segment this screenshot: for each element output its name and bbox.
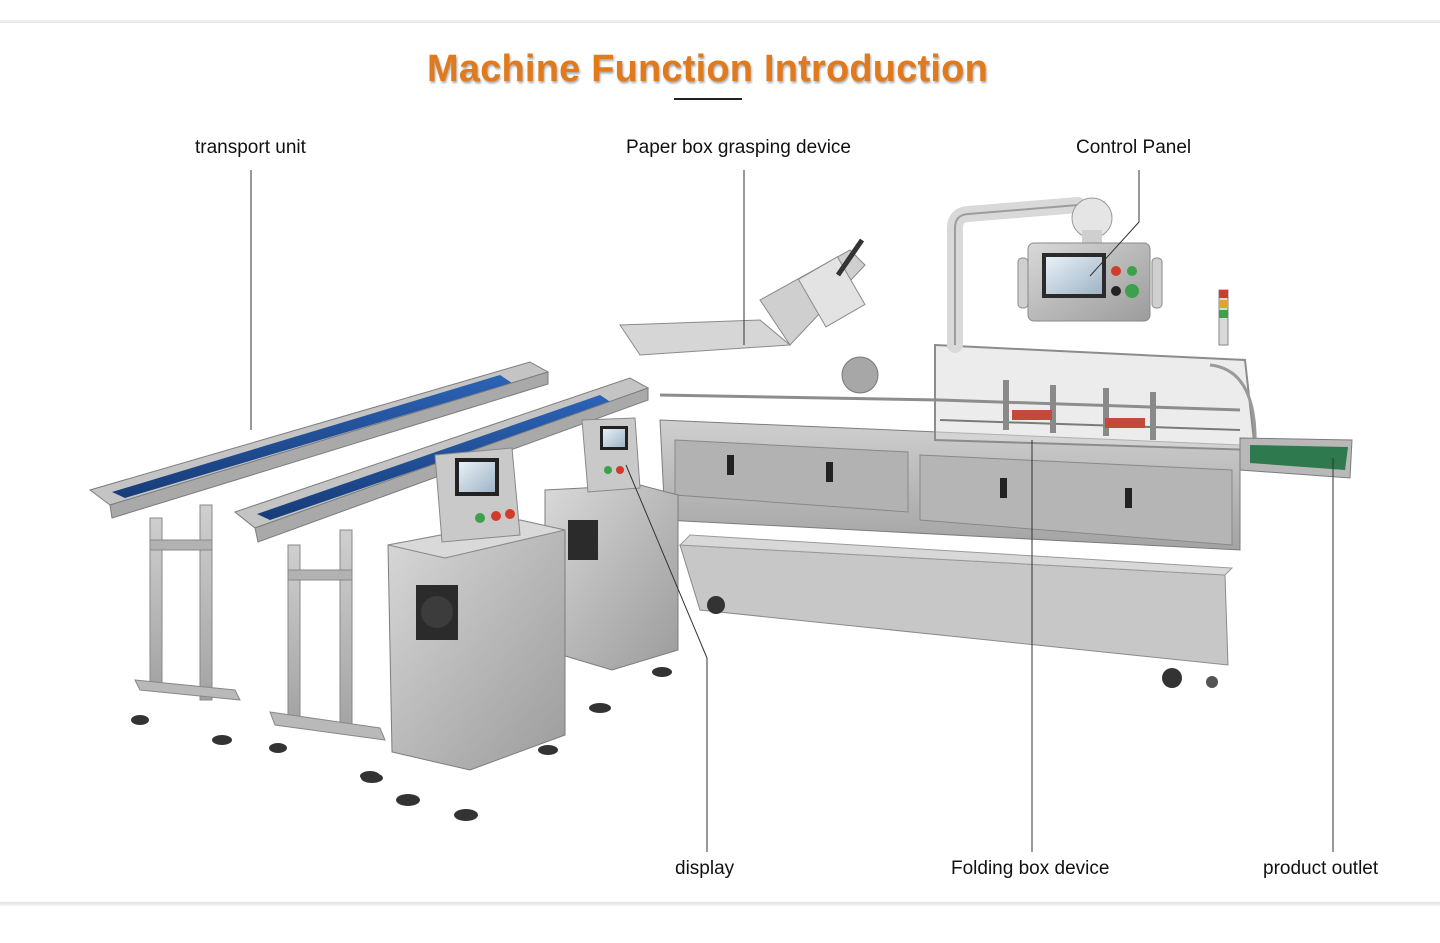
control-panel	[947, 197, 1163, 353]
outlet-conveyor	[1239, 437, 1353, 479]
cartoner-body	[659, 289, 1257, 688]
control-panel-leader	[1089, 170, 1140, 277]
label-product-outlet: product outlet	[1263, 858, 1379, 879]
label-display: display	[675, 858, 735, 879]
control-cabinet-rear	[544, 417, 679, 713]
control-cabinet-front	[361, 447, 566, 821]
label-control-panel: Control Panel	[1076, 137, 1192, 158]
page-title: Machine Function Introduction	[427, 48, 988, 90]
bottom-divider	[0, 902, 1440, 906]
infeed-conveyor-back	[88, 361, 550, 745]
top-divider	[0, 20, 1440, 23]
label-transport-unit: transport unit	[195, 137, 306, 158]
display-leader	[625, 464, 708, 852]
label-folding-box-device: Folding box device	[951, 858, 1110, 879]
title-underline	[674, 98, 742, 100]
box-grasping-device	[619, 238, 879, 394]
label-paper-box-grasping-device: Paper box grasping device	[626, 137, 851, 158]
